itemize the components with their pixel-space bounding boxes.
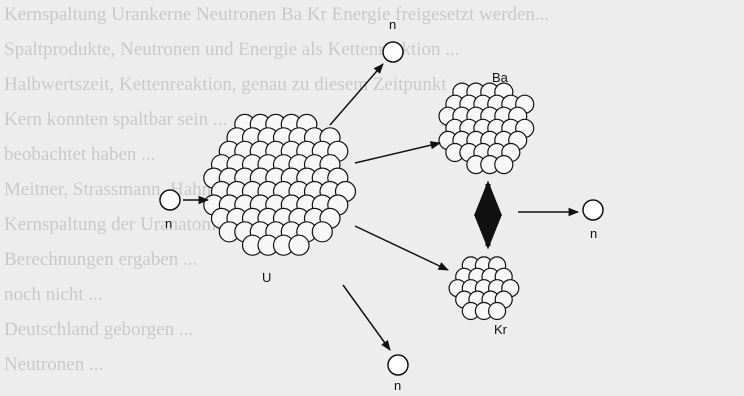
background-text-line: Halbwertszeit, Kettenreaktion, genau zu … [4, 74, 466, 95]
barium-nucleus [439, 83, 534, 174]
emitted-neutron-bottom [388, 355, 408, 375]
label-uranium: U [262, 270, 271, 285]
label-barium: Ba [492, 70, 509, 85]
nucleon [495, 156, 513, 174]
emitted-neutron-right [583, 200, 603, 220]
background-text-line: beobachtet haben ... [4, 144, 155, 165]
background-text-line: Kernspaltung Urankerne Neutronen Ba Kr E… [4, 4, 549, 25]
label-neutron-bottom: n [394, 378, 401, 393]
background-text-line: Deutschland geborgen ... [4, 319, 193, 340]
arrow-to-krypton [355, 226, 448, 270]
background-text-line: Neutronen ... [4, 354, 103, 375]
nucleon [289, 235, 309, 255]
arrow-to-barium [355, 143, 440, 163]
emitted-neutron-top [383, 42, 403, 62]
background-text-line: Kern konnten spaltbar sein ... [4, 109, 227, 130]
uranium-nucleus [204, 114, 356, 255]
krypton-nucleus [449, 257, 519, 320]
background-text-line: Berechnungen ergaben ... [4, 249, 197, 270]
incoming-neutron [160, 190, 180, 210]
label-neutron-right: n [590, 226, 597, 241]
background-text-line: noch nicht ... [4, 284, 103, 305]
arrow-to-neutron-bottom [343, 285, 390, 350]
label-krypton: Kr [494, 322, 508, 337]
nucleon [489, 303, 506, 320]
label-neutron-in: n [165, 216, 172, 231]
nucleon [312, 222, 332, 242]
label-neutron-top: n [389, 17, 396, 32]
background-text-line: Kernspaltung der Uranatome ... [4, 214, 244, 235]
